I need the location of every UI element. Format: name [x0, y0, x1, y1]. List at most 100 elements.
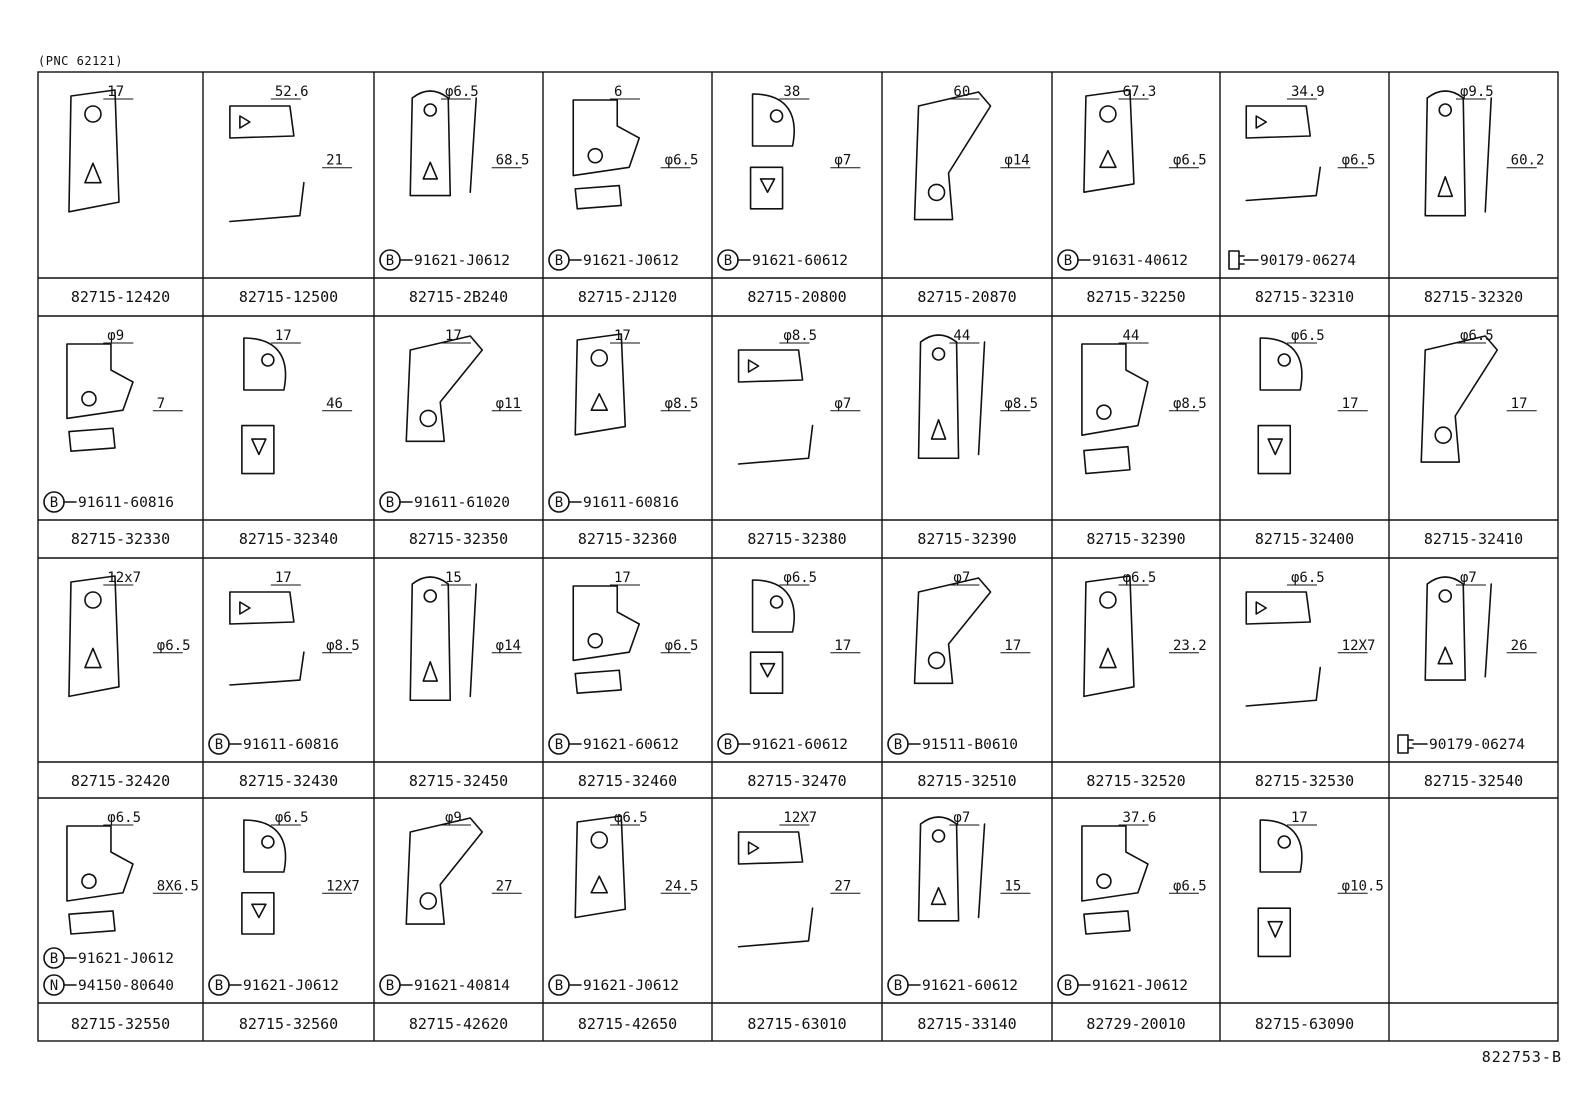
circled-letter-B-icon: B	[548, 249, 570, 271]
fastener: N 94150-80640	[43, 974, 174, 996]
dimension-label: φ9.5	[1460, 84, 1494, 100]
part-number: 82715-32310	[1255, 288, 1354, 306]
fastener: B 91611-60816	[548, 491, 679, 513]
dimension-label: φ6.5	[107, 810, 141, 826]
circled-letter-B-icon: B	[548, 974, 570, 996]
fastener-code: 91621-60612	[922, 978, 1018, 994]
part-number: 82715-32420	[71, 772, 170, 790]
dimension-label: 23.2	[1173, 638, 1207, 654]
part-number: 82715-2B240	[409, 288, 508, 306]
circled-letter-B-icon: B	[1057, 974, 1079, 996]
dimension-label: φ7	[834, 153, 851, 169]
dimension-label: φ6.5	[1291, 570, 1325, 586]
dimension-label: 60.2	[1511, 153, 1545, 169]
fastener-code: 91621-J0612	[1092, 978, 1188, 994]
part-number: 82715-63090	[1255, 1015, 1354, 1033]
dimension-label: φ6.5	[1173, 878, 1207, 894]
part-number: 82715-32460	[578, 772, 677, 790]
fastener: 90179-06274	[1397, 734, 1525, 754]
part-number: 82715-32450	[409, 772, 508, 790]
fastener: B 91621-60612	[887, 974, 1018, 996]
part-number: 82715-32330	[71, 530, 170, 548]
fastener-code: 91621-60612	[583, 737, 679, 753]
fastener-letter: B	[555, 978, 563, 994]
fastener-code: 91621-J0612	[583, 978, 679, 994]
fastener: B 91621-J0612	[1057, 974, 1188, 996]
fastener-code: 91621-40814	[414, 978, 510, 994]
circled-letter-N-icon: N	[43, 974, 65, 996]
fastener-code: 91611-61020	[414, 495, 510, 511]
fastener: 90179-06274	[1228, 250, 1356, 270]
dimension-label: φ6.5	[1123, 570, 1157, 586]
part-number: 82715-32410	[1424, 530, 1523, 548]
part-number: 82715-12500	[239, 288, 338, 306]
dimension-label: 67.3	[1123, 84, 1157, 100]
fastener-letter: B	[894, 737, 902, 753]
dimension-label: φ6.5	[1173, 153, 1207, 169]
part-number: 82715-32390	[917, 530, 1016, 548]
dimension-label: 12X7	[783, 810, 817, 826]
fastener-letter: B	[50, 495, 58, 511]
dimension-label: φ8.5	[665, 396, 699, 412]
part-number: 82729-20010	[1086, 1015, 1185, 1033]
circled-letter-B-icon: B	[717, 249, 739, 271]
fastener-letter: B	[50, 951, 58, 967]
part-number: 82715-32350	[409, 530, 508, 548]
dimension-label: 17	[275, 570, 292, 586]
dimension-label: 12x7	[107, 570, 141, 586]
fastener-code: 94150-80640	[78, 978, 174, 994]
dimension-label: 44	[953, 328, 970, 344]
dimension-label: φ9	[107, 328, 124, 344]
part-number: 82715-32390	[1086, 530, 1185, 548]
fastener-letter: N	[50, 978, 58, 994]
dimension-label: φ6.5	[665, 153, 699, 169]
part-number: 82715-12420	[71, 288, 170, 306]
circled-letter-B-icon: B	[43, 491, 65, 513]
part-number: 82715-32430	[239, 772, 338, 790]
dimension-label: 7	[157, 396, 165, 412]
fastener-letter: B	[386, 495, 394, 511]
dimension-label: 46	[326, 396, 343, 412]
part-number: 82715-42650	[578, 1015, 677, 1033]
part-number: 82715-32560	[239, 1015, 338, 1033]
dimension-label: 17	[614, 328, 631, 344]
fastener-code: 91621-60612	[752, 253, 848, 269]
dimension-label: 44	[1123, 328, 1140, 344]
fastener-code: 91621-60612	[752, 737, 848, 753]
circled-letter-B-icon: B	[208, 974, 230, 996]
fastener-code: 91611-60816	[583, 495, 679, 511]
illustration-code: 822753-B	[1481, 1048, 1562, 1066]
dimension-label: 17	[1342, 396, 1359, 412]
circled-letter-B-icon: B	[548, 491, 570, 513]
dimension-label: 52.6	[275, 84, 309, 100]
dimension-label: φ7	[953, 570, 970, 586]
dimension-label: 15	[1004, 878, 1021, 894]
fastener-letter: B	[894, 978, 902, 994]
part-number: 82715-32320	[1424, 288, 1523, 306]
dimension-label: 60	[953, 84, 970, 100]
circled-letter-B-icon: B	[1057, 249, 1079, 271]
dimension-label: 38	[783, 84, 800, 100]
dimension-label: 34.9	[1291, 84, 1325, 100]
part-number: 82715-32400	[1255, 530, 1354, 548]
